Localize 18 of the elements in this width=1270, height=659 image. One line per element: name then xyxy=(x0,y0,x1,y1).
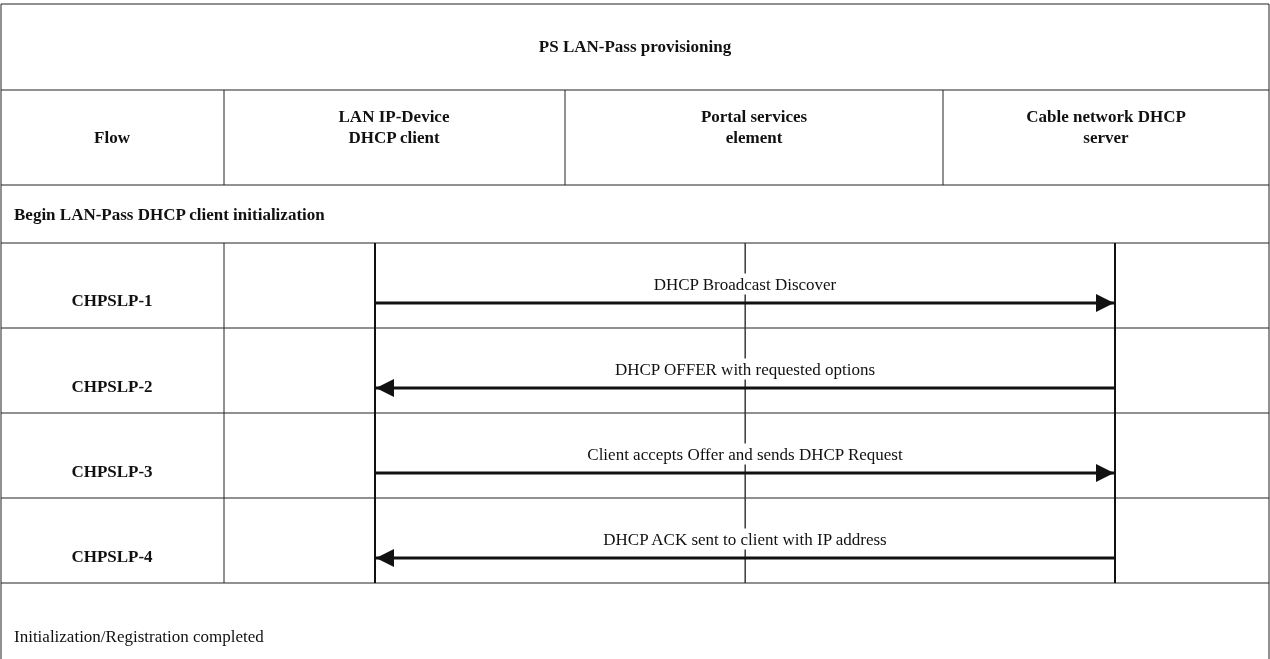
flow-id: CHPSLP-4 xyxy=(71,545,153,567)
flow-id: CHPSLP-3 xyxy=(71,460,153,482)
column-header: Portal services element xyxy=(699,106,809,148)
lifeline xyxy=(1114,243,1116,583)
arrow xyxy=(376,294,1114,312)
section-row-label: Initialization/Registration completed xyxy=(14,625,264,647)
arrow xyxy=(376,549,1114,567)
table-title: PS LAN-Pass provisioning xyxy=(538,36,732,57)
flow-id: CHPSLP-1 xyxy=(71,289,153,311)
column-header: LAN IP-Device DHCP client xyxy=(337,106,451,148)
arrow xyxy=(376,379,1114,397)
lifeline xyxy=(374,243,376,583)
section-row-label: Begin LAN-Pass DHCP client initialization xyxy=(14,203,325,225)
edge-label: DHCP OFFER with requested options xyxy=(612,358,878,380)
column-header: Flow xyxy=(94,126,130,148)
arrow xyxy=(376,464,1114,482)
column-header: Cable network DHCP server xyxy=(1026,106,1186,148)
flow-id: CHPSLP-2 xyxy=(71,375,153,397)
